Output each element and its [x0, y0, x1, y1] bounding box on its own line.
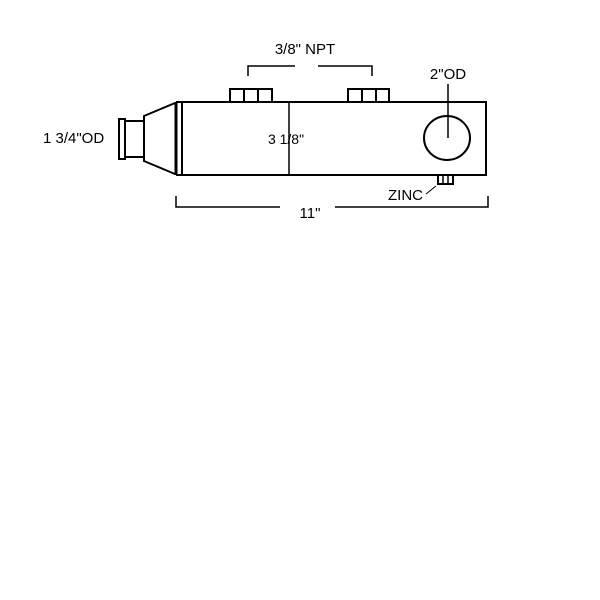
npt-dimension-bracket [318, 65, 373, 76]
inlet-od-label: 1 3/4"OD [43, 130, 104, 147]
outlet-od-label: 2"OD [430, 66, 466, 83]
inlet-bead [118, 118, 126, 160]
inlet-tube [124, 120, 145, 158]
npt-label: 3/8" NPT [275, 41, 335, 58]
main-body [181, 101, 487, 176]
length-dimension-bracket [175, 196, 280, 208]
length-dimension-bracket [335, 196, 489, 208]
diameter-label: 3 1/8" [268, 131, 304, 147]
npt-fitting-right [347, 88, 390, 103]
npt-fitting-left [229, 88, 273, 103]
outlet-port [423, 115, 471, 161]
reducer-cone [143, 102, 176, 175]
length-label: 11" [300, 205, 321, 222]
zinc-fitting [437, 174, 454, 185]
zinc-leader [425, 185, 437, 195]
zinc-label: ZINC [388, 187, 423, 204]
npt-dimension-bracket [247, 65, 295, 76]
